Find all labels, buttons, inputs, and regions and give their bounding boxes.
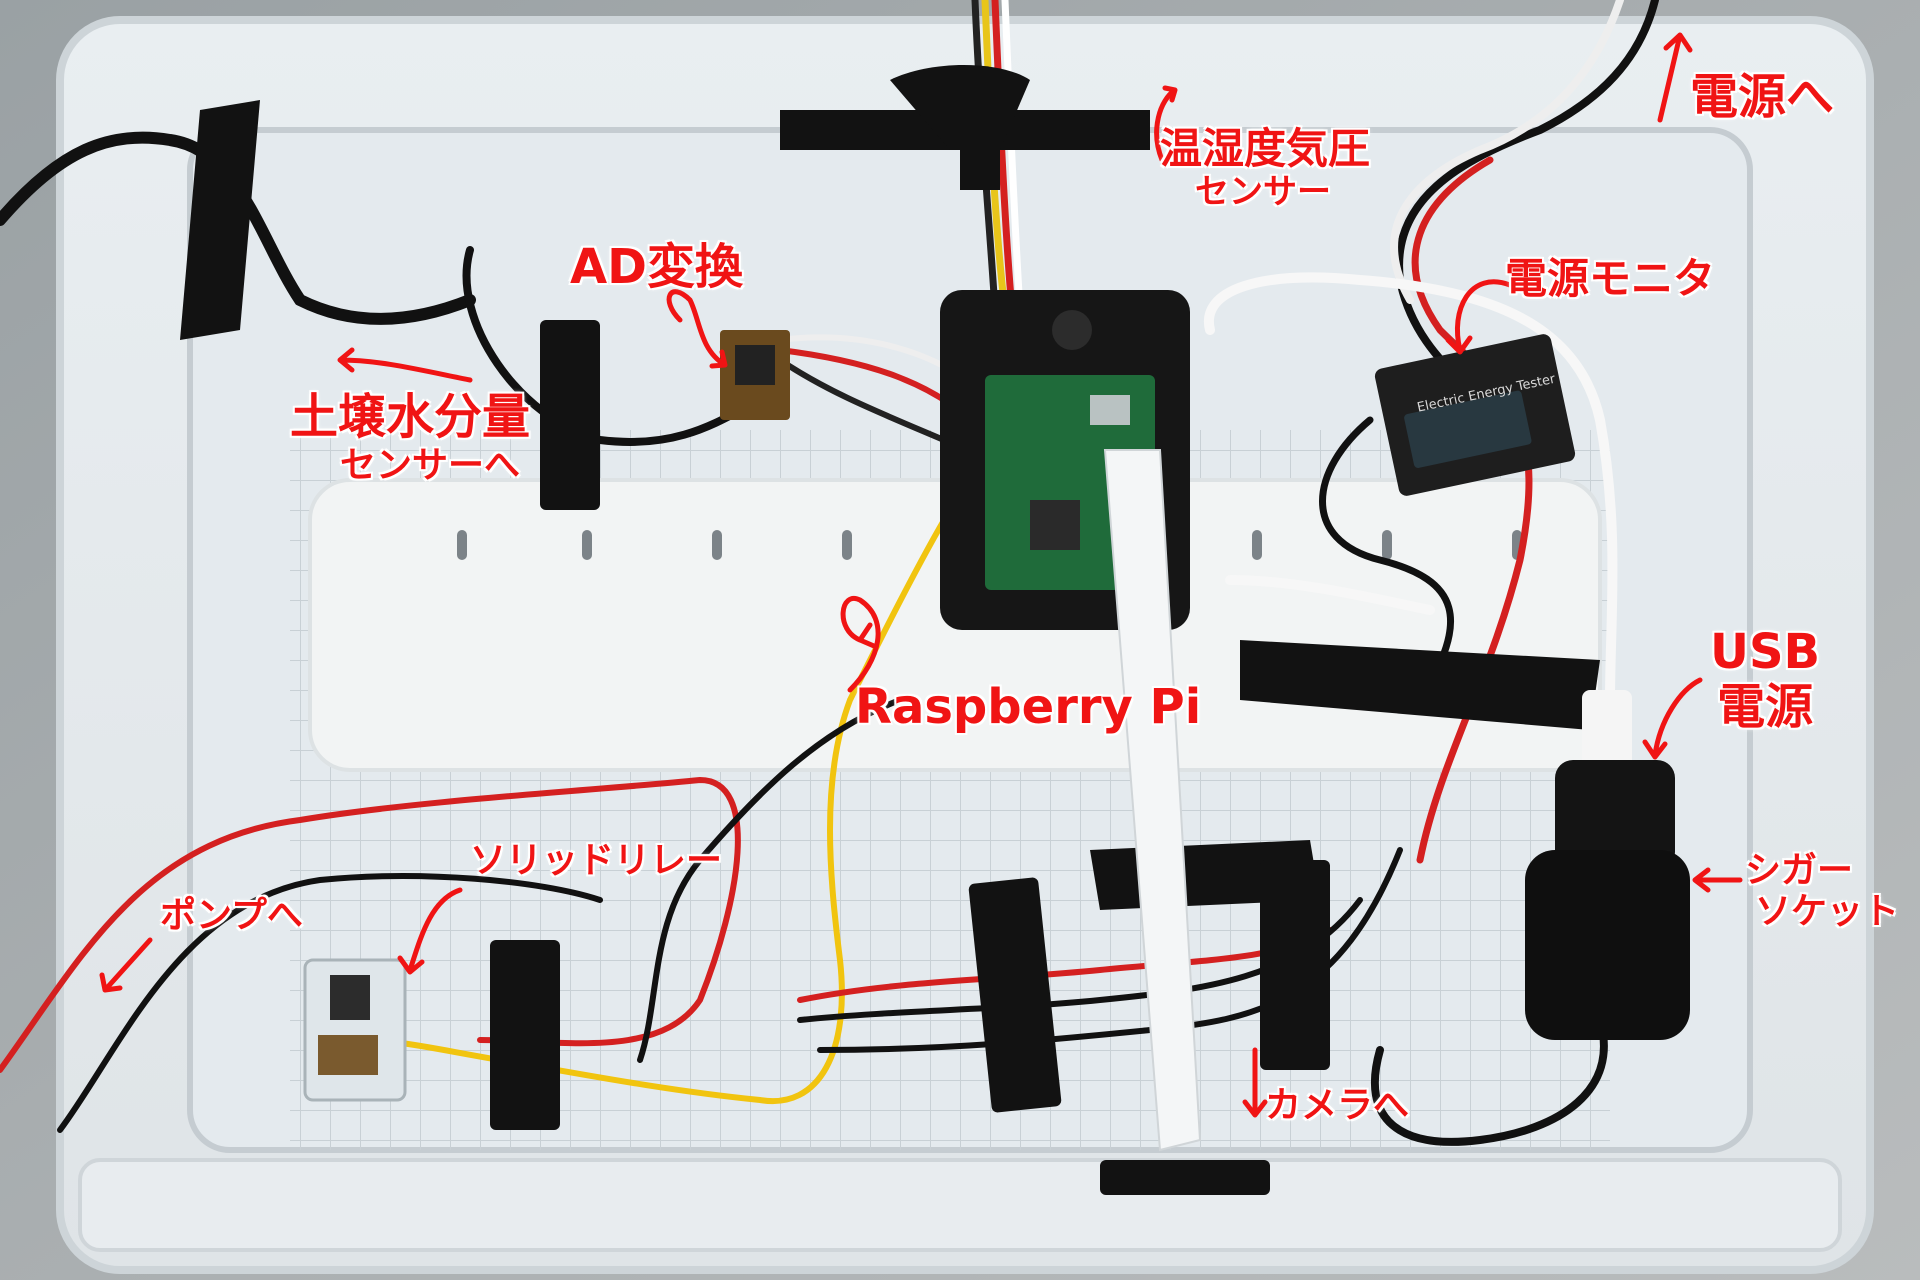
annotation-arrows <box>99 32 1743 1118</box>
label-usb-power: USB 電源 <box>1710 624 1821 736</box>
electric-energy-tester <box>1374 334 1576 496</box>
label-environment-sensor-line1: 温湿度気圧 <box>1160 124 1371 173</box>
camera-ribbon-cable <box>1103 449 1202 1152</box>
label-raspberry-pi: Raspberry Pi <box>855 679 1202 735</box>
label-environment-sensor-line2: センサー <box>1195 172 1331 213</box>
velcro-straps <box>180 65 1600 1195</box>
label-camera: カメラへ <box>1265 1085 1410 1126</box>
label-usb-power-line2: 電源 <box>1717 679 1814 736</box>
label-cigar-socket-line1: シガー <box>1745 850 1854 891</box>
ad-converter-board <box>720 330 790 420</box>
solid-state-relay-board <box>303 958 407 1102</box>
label-power-monitor: 電源モニタ <box>1505 254 1716 303</box>
label-cigar-socket-line2: ソケット <box>1755 891 1900 933</box>
label-soil-moisture-line1: 土壌水分量 <box>290 389 531 445</box>
label-soil-moisture: 土壌水分量 センサーへ <box>290 389 531 487</box>
label-usb-power-line1: USB <box>1710 624 1821 680</box>
label-environment-sensor: 温湿度気圧 センサー <box>1160 124 1371 213</box>
label-ad-converter: AD変換 <box>570 239 743 295</box>
label-soil-moisture-line2: センサーへ <box>340 445 521 487</box>
label-pump: ポンプへ <box>160 895 303 936</box>
label-power-in: 電源へ <box>1690 69 1835 125</box>
cigar-socket-adapter <box>1525 690 1690 1040</box>
label-cigar-socket: シガー ソケット <box>1745 850 1899 933</box>
label-solid-relay: ソリッドリレー <box>470 840 723 881</box>
